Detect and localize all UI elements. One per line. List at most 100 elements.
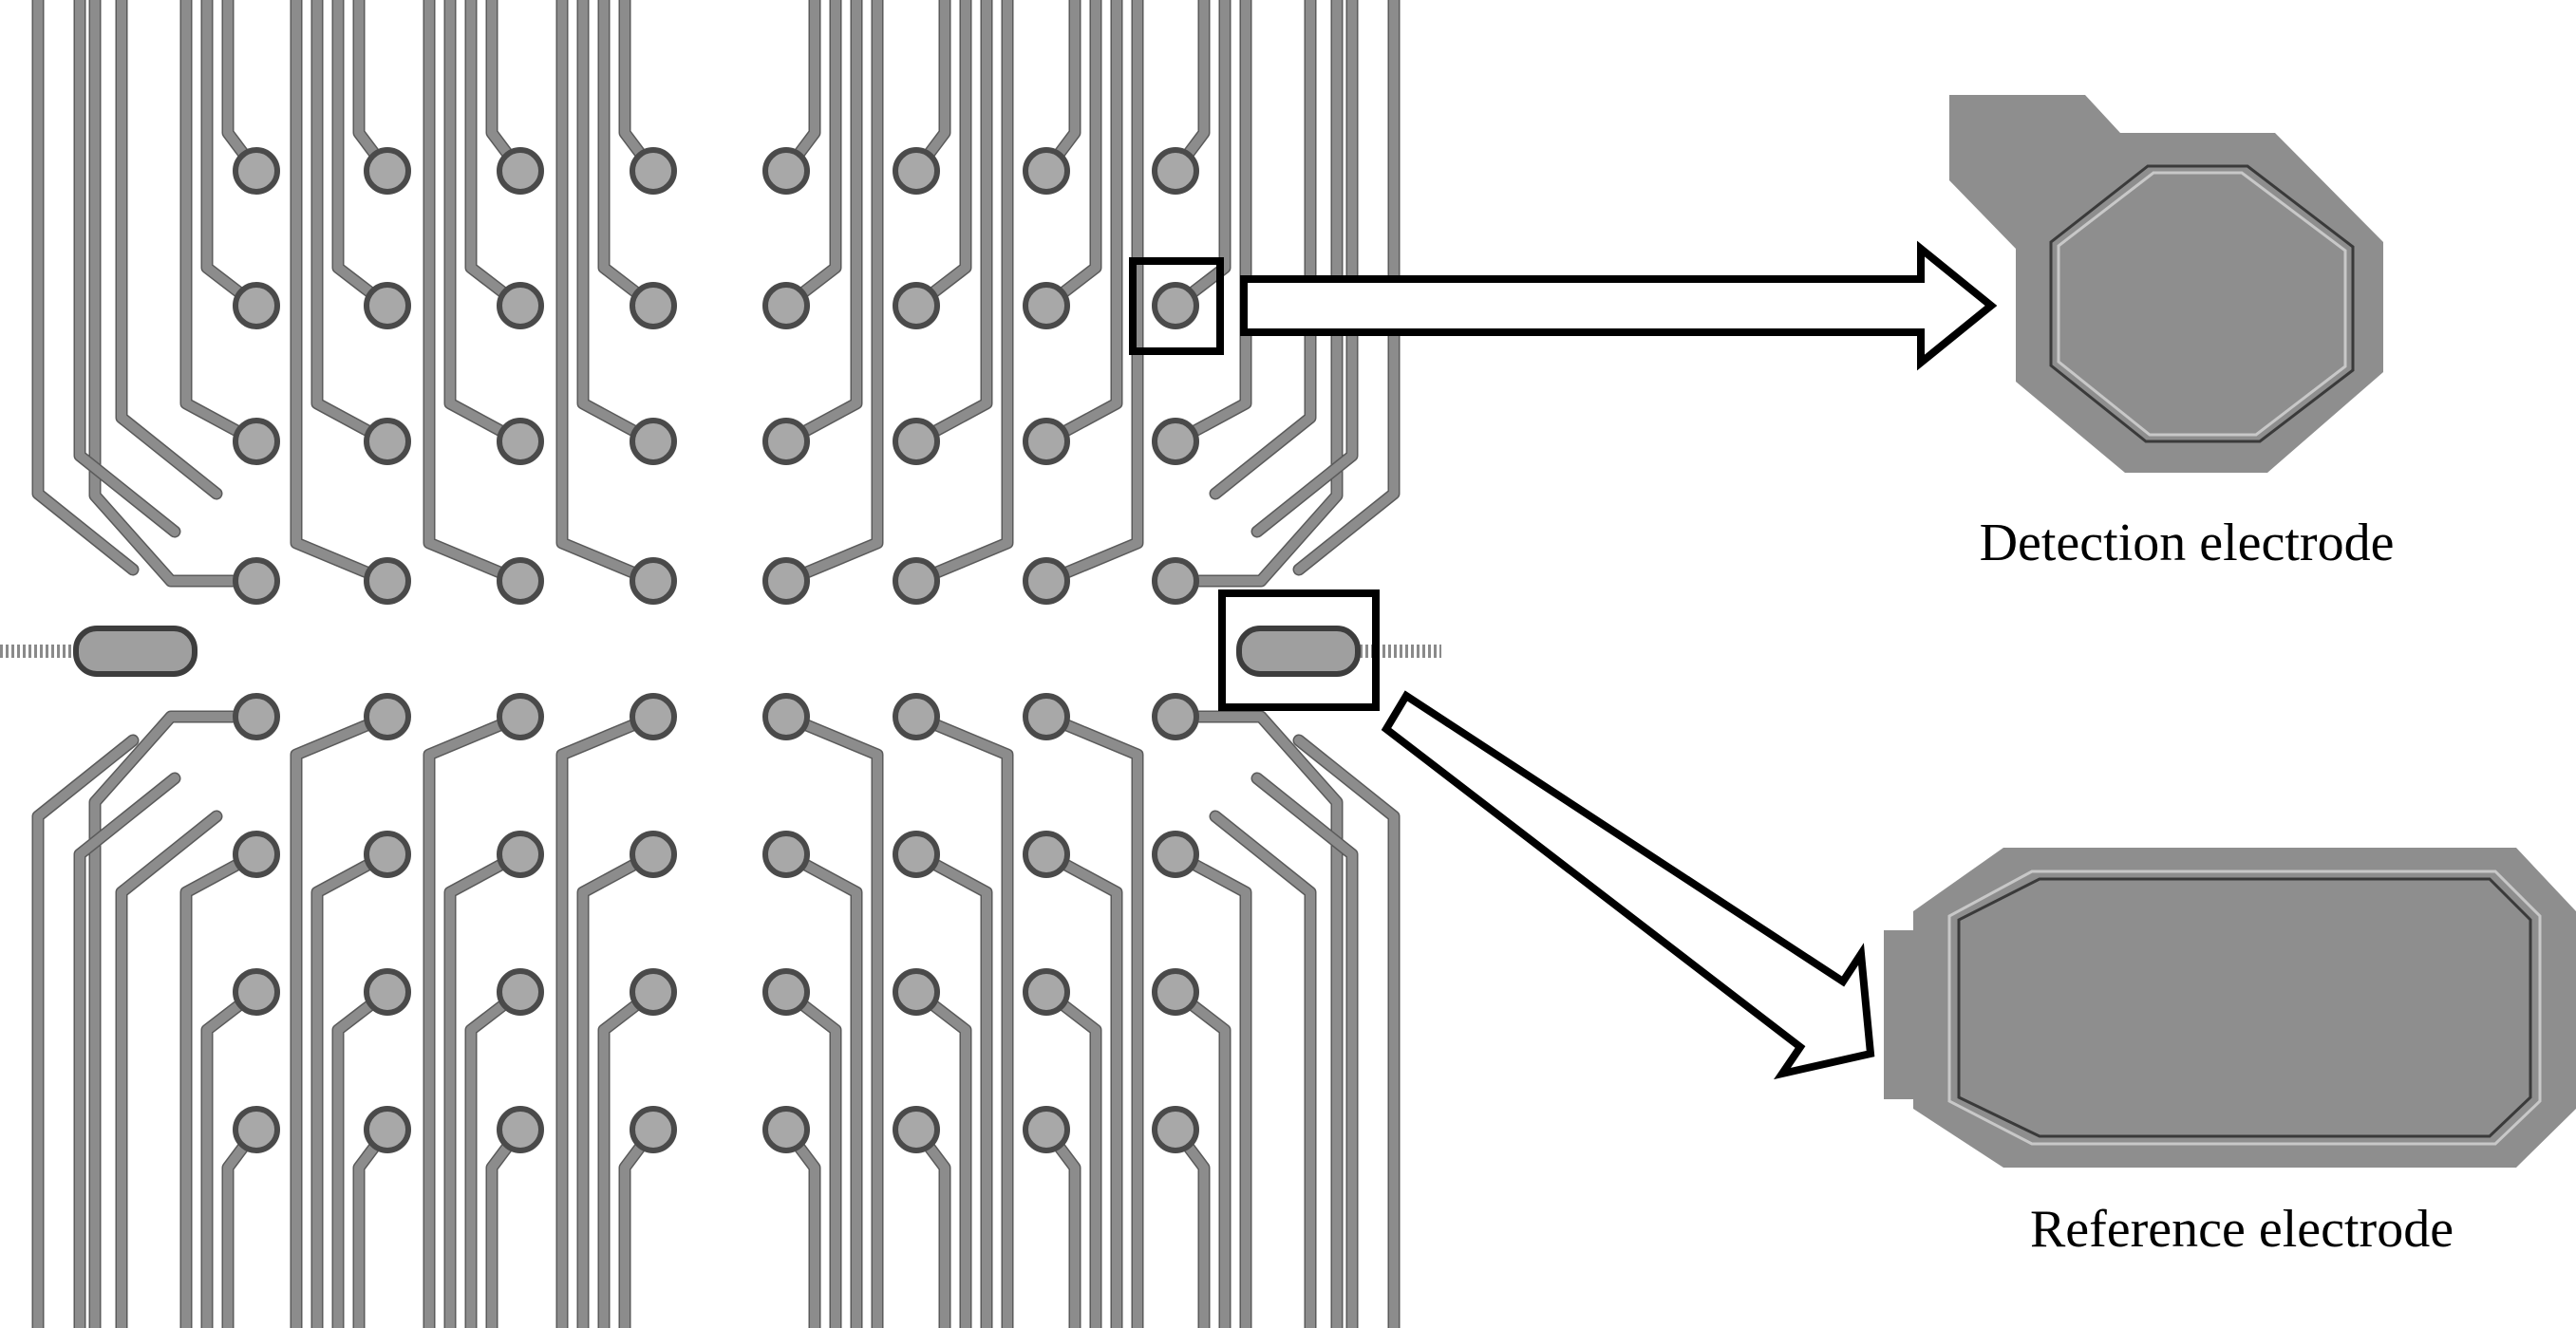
detection-electrode-label: Detection electrode bbox=[1980, 514, 2395, 572]
trace bbox=[1294, 736, 1399, 1328]
trace bbox=[223, 0, 261, 176]
trace-outline bbox=[910, 848, 993, 1328]
detection-electrode-pad bbox=[762, 282, 810, 329]
trace bbox=[487, 0, 525, 176]
detection-electrode-pad bbox=[497, 557, 544, 605]
trace bbox=[1171, 850, 1250, 1328]
trace bbox=[781, 0, 861, 446]
detection-electrode-pad bbox=[1152, 147, 1199, 195]
detection-electrode-pad bbox=[497, 418, 544, 465]
detection-electrode-pad bbox=[233, 693, 280, 740]
detection-electrode-zoom bbox=[1949, 95, 2383, 473]
trace bbox=[1211, 0, 1315, 498]
detection-electrode-pad bbox=[497, 282, 544, 329]
trace bbox=[445, 0, 525, 446]
detection-electrode-pad bbox=[893, 693, 940, 740]
trace bbox=[117, 812, 221, 1328]
detection-electrode-pad bbox=[1023, 693, 1070, 740]
detection-electrode-pad bbox=[1023, 557, 1070, 605]
trace bbox=[181, 850, 261, 1328]
trace bbox=[1171, 0, 1250, 446]
detection-electrode-pad bbox=[233, 147, 280, 195]
detection-electrode-pad bbox=[1152, 693, 1199, 740]
trace bbox=[912, 712, 1012, 1328]
trace-outline bbox=[443, 848, 527, 1328]
detection-electrode-pad bbox=[893, 557, 940, 605]
trace bbox=[912, 850, 991, 1328]
trace bbox=[354, 1125, 392, 1328]
trace bbox=[781, 1125, 819, 1328]
trace bbox=[445, 850, 525, 1328]
detection-electrode-pad bbox=[893, 831, 940, 878]
detection-electrode-pad bbox=[364, 557, 411, 605]
reference-electrode-label: Reference electrode bbox=[2030, 1200, 2454, 1259]
trace-outline bbox=[1169, 0, 1252, 448]
trace bbox=[1211, 812, 1315, 1328]
trace bbox=[424, 0, 525, 586]
detection-electrode-pad bbox=[364, 968, 411, 1016]
detection-electrode-pad bbox=[893, 1106, 940, 1153]
detection-electrode-pad bbox=[1152, 831, 1199, 878]
trace bbox=[1171, 1125, 1209, 1328]
trace bbox=[117, 0, 221, 498]
trace bbox=[912, 0, 991, 446]
trace bbox=[424, 712, 525, 1328]
trace-outline bbox=[1169, 848, 1252, 1328]
trace bbox=[75, 774, 179, 1328]
detection-electrode-pad bbox=[762, 557, 810, 605]
trace-outline bbox=[1040, 848, 1123, 1328]
trace bbox=[578, 850, 658, 1328]
detection-electrode-pads bbox=[233, 147, 1199, 1153]
detection-electrode-pad bbox=[762, 1106, 810, 1153]
trace-outline bbox=[1040, 0, 1123, 448]
trace bbox=[1252, 0, 1357, 536]
detection-electrode-pad bbox=[364, 418, 411, 465]
trace bbox=[912, 1125, 950, 1328]
trace bbox=[487, 1125, 525, 1328]
trace bbox=[781, 712, 882, 1328]
trace bbox=[912, 0, 1012, 586]
trace-outline bbox=[780, 848, 863, 1328]
detection-highlight-box bbox=[1129, 257, 1224, 355]
detection-electrode-pad bbox=[364, 147, 411, 195]
detection-electrode-pad bbox=[233, 1106, 280, 1153]
trace bbox=[557, 712, 658, 1328]
trace bbox=[620, 0, 658, 176]
trace bbox=[90, 712, 261, 1328]
detection-electrode-pad bbox=[1152, 282, 1199, 329]
trace bbox=[90, 0, 261, 586]
detection-electrode-pad bbox=[893, 968, 940, 1016]
detection-electrode-pad bbox=[233, 968, 280, 1016]
trace-outline bbox=[443, 0, 527, 448]
detection-electrode-pad bbox=[364, 1106, 411, 1153]
detection-electrode-pad bbox=[497, 831, 544, 878]
trace bbox=[291, 712, 392, 1328]
detection-electrode-pad bbox=[1023, 1106, 1070, 1153]
detection-electrode-pad bbox=[762, 147, 810, 195]
detection-electrode-pad bbox=[1152, 418, 1199, 465]
trace bbox=[1252, 774, 1357, 1328]
trace bbox=[1171, 0, 1209, 176]
detection-electrode-pad bbox=[233, 282, 280, 329]
detection-electrode-pad bbox=[1023, 968, 1070, 1016]
detection-electrode-pad bbox=[497, 693, 544, 740]
detection-electrode-pad bbox=[630, 282, 677, 329]
trace bbox=[1294, 0, 1399, 574]
detection-electrode-pad bbox=[364, 693, 411, 740]
reference-electrode-left bbox=[0, 626, 197, 677]
detection-electrode-pad bbox=[1023, 831, 1070, 878]
detection-electrode-pad bbox=[630, 831, 677, 878]
detection-electrode-pad bbox=[893, 282, 940, 329]
trace bbox=[1042, 0, 1080, 176]
detection-electrode-pad bbox=[1152, 557, 1199, 605]
detection-electrode-pad bbox=[630, 147, 677, 195]
detection-electrode-pad bbox=[1152, 968, 1199, 1016]
detection-electrode-pad bbox=[630, 693, 677, 740]
trace bbox=[312, 850, 392, 1328]
detection-electrode-pad bbox=[762, 968, 810, 1016]
trace-outline bbox=[310, 0, 394, 448]
detection-electrode-pad bbox=[1023, 147, 1070, 195]
trace bbox=[291, 0, 392, 586]
detection-arrow bbox=[1240, 240, 1998, 371]
